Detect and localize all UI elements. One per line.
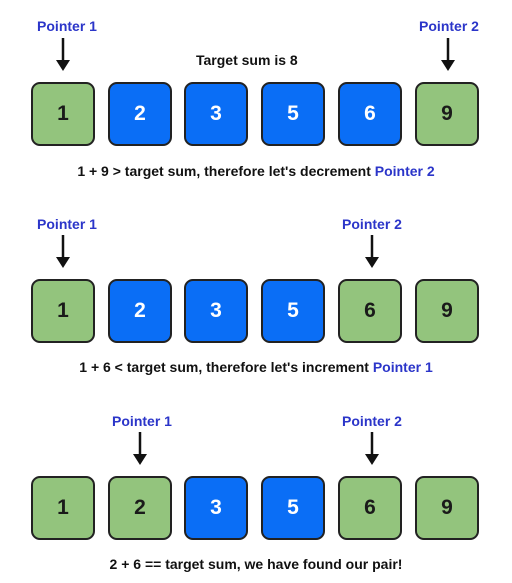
step1-box-1: 1 (31, 82, 95, 146)
step3-pointer2-label: Pointer 2 (342, 413, 402, 429)
step1-pointer2-arrow-icon (441, 38, 455, 71)
step1-box-3: 3 (184, 82, 248, 146)
step3-pointer1-label: Pointer 1 (112, 413, 172, 429)
step2-pointer2-arrow-icon (365, 235, 379, 268)
step1-caption-text: 1 + 9 > target sum, therefore let's decr… (77, 163, 375, 179)
step3-caption: 2 + 6 == target sum, we have found our p… (0, 556, 512, 572)
step3-box-4: 5 (261, 476, 325, 540)
step2-box-4: 5 (261, 279, 325, 343)
step1-caption-highlight: Pointer 2 (374, 163, 435, 179)
step2-caption: 1 + 6 < target sum, therefore let's incr… (0, 359, 512, 375)
step1-box-2: 2 (108, 82, 172, 146)
step3-caption-text: 2 + 6 == target sum, we have found our p… (109, 556, 403, 572)
step3-box-3: 3 (184, 476, 248, 540)
step1-box-5: 6 (338, 82, 402, 146)
target-sum-label: Target sum is 8 (196, 52, 298, 68)
step3-box-6: 9 (415, 476, 479, 540)
step3-pointer1-arrow-icon (133, 432, 147, 465)
step2-box-5: 6 (338, 279, 402, 343)
step2-caption-highlight: Pointer 1 (372, 359, 433, 375)
step1-pointer1-arrow-icon (56, 38, 70, 71)
step1-pointer2-label: Pointer 2 (419, 18, 479, 34)
step2-pointer2-label: Pointer 2 (342, 216, 402, 232)
step1-caption: 1 + 9 > target sum, therefore let's decr… (0, 163, 512, 179)
step2-box-2: 2 (108, 279, 172, 343)
step2-pointer1-label: Pointer 1 (37, 216, 97, 232)
step1-box-6: 9 (415, 82, 479, 146)
step3-box-2: 2 (108, 476, 172, 540)
step2-box-1: 1 (31, 279, 95, 343)
step3-box-1: 1 (31, 476, 95, 540)
step1-box-4: 5 (261, 82, 325, 146)
step2-caption-text: 1 + 6 < target sum, therefore let's incr… (79, 359, 373, 375)
step3-pointer2-arrow-icon (365, 432, 379, 465)
step1-pointer1-label: Pointer 1 (37, 18, 97, 34)
step2-box-3: 3 (184, 279, 248, 343)
step2-box-6: 9 (415, 279, 479, 343)
step2-pointer1-arrow-icon (56, 235, 70, 268)
step3-box-5: 6 (338, 476, 402, 540)
